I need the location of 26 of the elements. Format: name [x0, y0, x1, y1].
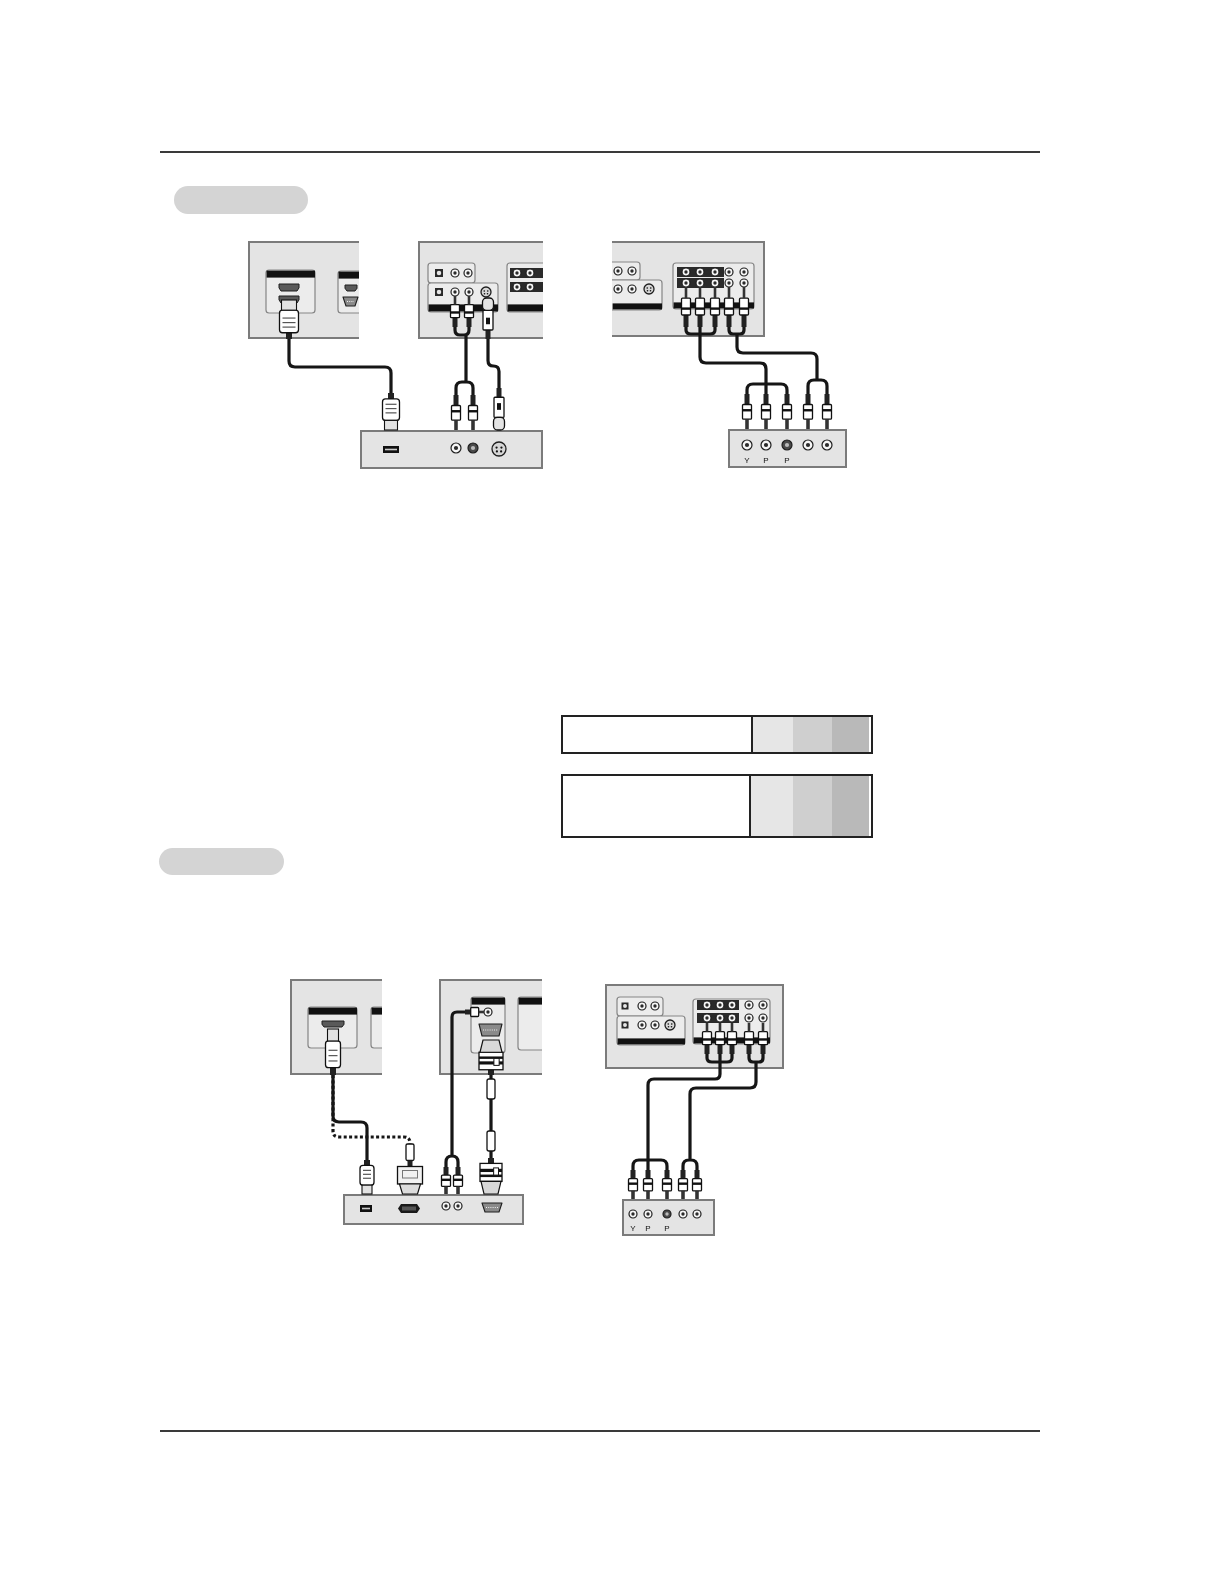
- heading-pill: [159, 848, 284, 875]
- tv-rgb-input-panel: [439, 979, 542, 1075]
- shaded-table-cell: [832, 776, 869, 836]
- heading-pill: [174, 186, 308, 214]
- jack-label: P: [784, 455, 790, 465]
- shaded-table-cell: [832, 717, 869, 752]
- table-row: [561, 715, 873, 754]
- shaded-table-cell: [751, 776, 793, 836]
- jack-label: Y: [744, 455, 750, 465]
- tv-av-input-panel: [418, 241, 543, 339]
- shaded-table-cell: [793, 776, 832, 836]
- tv-hdmi-input-panel: [248, 241, 359, 339]
- jack-label: P: [645, 1223, 651, 1233]
- jack-label: Y: [630, 1223, 636, 1233]
- jack-label: P: [664, 1223, 670, 1233]
- tv-hdmi-input-panel: [290, 979, 382, 1075]
- source-device-panel: [343, 1194, 524, 1225]
- component-device-panel: [728, 429, 847, 468]
- tv-component-input-panel: [612, 241, 765, 337]
- jack-label: P: [763, 455, 769, 465]
- table-row: [561, 774, 873, 838]
- shaded-table-cell: [793, 717, 832, 752]
- component-device-panel: [622, 1199, 715, 1236]
- tv-component-input-panel: [605, 984, 784, 1069]
- shaded-table-cell: [753, 717, 793, 752]
- source-device-panel: [360, 430, 543, 469]
